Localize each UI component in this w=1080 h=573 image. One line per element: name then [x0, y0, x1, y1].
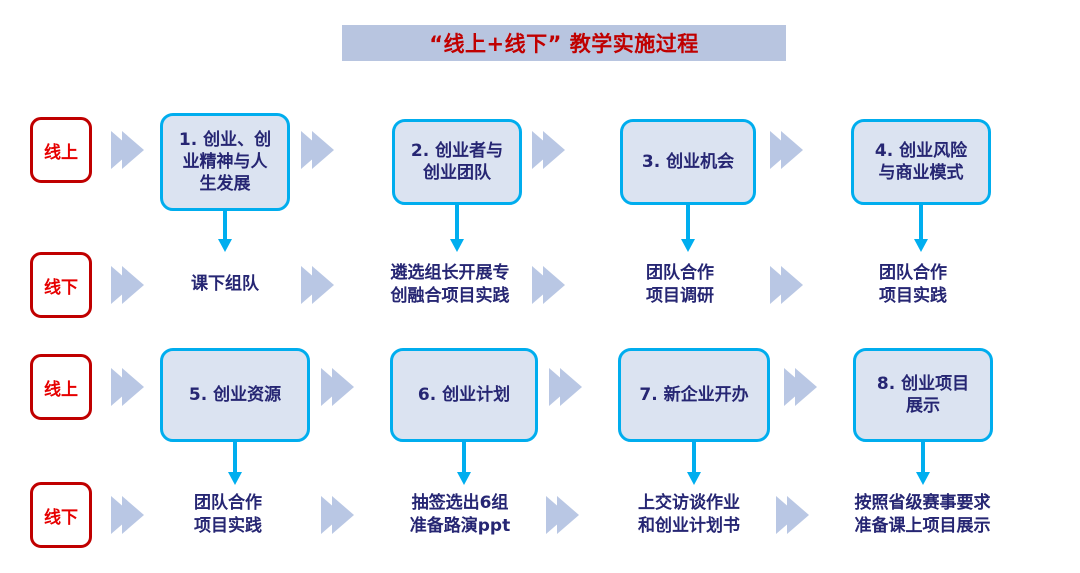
online-box-8-text: 8. 创业项目 展示: [876, 373, 970, 416]
online-box-2-text: 2. 创业者与 创业团队: [410, 140, 504, 183]
chevron-arrow-icon: [531, 263, 565, 307]
row-label-online-1-text: 线上: [44, 142, 78, 163]
chevron-arrow-icon: [300, 263, 334, 307]
online-box-8[interactable]: 8. 创业项目 展示: [853, 348, 993, 442]
connector-arrow-down-icon: [686, 442, 702, 486]
chevron-arrow-icon: [320, 493, 354, 537]
offline-item-4: 团队合作 项目实践: [853, 262, 973, 308]
chevron-arrow-icon: [783, 365, 817, 409]
diagram-title: “线上+线下” 教学实施过程: [429, 32, 699, 56]
row-label-online-2: 线上: [30, 354, 92, 420]
connector-arrow-down-icon: [217, 211, 233, 253]
row-label-online-2-text: 线上: [44, 379, 78, 400]
chevron-arrow-icon: [531, 128, 565, 172]
chevron-arrow-icon: [110, 365, 144, 409]
row-label-offline-1: 线下: [30, 252, 92, 318]
chevron-arrow-icon: [769, 263, 803, 307]
online-box-5[interactable]: 5. 创业资源: [160, 348, 310, 442]
offline-item-1: 课下组队: [160, 262, 290, 308]
chevron-arrow-icon: [110, 128, 144, 172]
online-box-5-text: 5. 创业资源: [188, 384, 282, 405]
row-label-offline-1-text: 线下: [44, 277, 78, 298]
offline-item-7: 上交访谈作业 和创业计划书: [615, 492, 763, 538]
chevron-arrow-icon: [548, 365, 582, 409]
offline-item-8: 按照省级赛事要求 准备课上项目展示: [835, 492, 1010, 538]
connector-arrow-down-icon: [456, 442, 472, 486]
offline-item-2-text: 遴选组长开展专 创融合项目实践: [390, 262, 510, 306]
row-label-offline-2: 线下: [30, 482, 92, 548]
chevron-arrow-icon: [775, 493, 809, 537]
online-box-6[interactable]: 6. 创业计划: [390, 348, 538, 442]
offline-item-1-text: 课下组队: [191, 274, 259, 295]
online-box-6-text: 6. 创业计划: [417, 384, 511, 405]
offline-item-6: 抽签选出6组 准备路演ppt: [390, 492, 530, 538]
offline-item-3: 团队合作 项目调研: [620, 262, 740, 308]
connector-arrow-down-icon: [680, 205, 696, 253]
connector-arrow-down-icon: [913, 205, 929, 253]
connector-arrow-down-icon: [449, 205, 465, 253]
connector-arrow-down-icon: [915, 442, 931, 486]
row-label-offline-2-text: 线下: [44, 507, 78, 528]
online-box-1[interactable]: 1. 创业、创 业精神与人 生发展: [160, 113, 290, 211]
online-box-1-text: 1. 创业、创 业精神与人 生发展: [178, 129, 272, 195]
chevron-arrow-icon: [110, 493, 144, 537]
online-box-4-text: 4. 创业风险 与商业模式: [874, 140, 968, 183]
chevron-arrow-icon: [769, 128, 803, 172]
chevron-arrow-icon: [320, 365, 354, 409]
offline-item-4-text: 团队合作 项目实践: [879, 262, 947, 306]
online-box-7-text: 7. 新企业开办: [639, 384, 749, 405]
online-box-4[interactable]: 4. 创业风险 与商业模式: [851, 119, 991, 205]
online-box-3[interactable]: 3. 创业机会: [620, 119, 756, 205]
connector-arrow-down-icon: [227, 442, 243, 486]
chevron-arrow-icon: [545, 493, 579, 537]
online-box-7[interactable]: 7. 新企业开办: [618, 348, 770, 442]
diagram-title-bar: “线上+线下” 教学实施过程: [342, 25, 786, 61]
offline-item-5-text: 团队合作 项目实践: [194, 492, 262, 536]
online-box-2[interactable]: 2. 创业者与 创业团队: [392, 119, 522, 205]
offline-item-6-text: 抽签选出6组 准备路演ppt: [409, 492, 511, 536]
offline-item-5: 团队合作 项目实践: [168, 492, 288, 538]
offline-item-7-text: 上交访谈作业 和创业计划书: [638, 492, 740, 536]
offline-item-3-text: 团队合作 项目调研: [646, 262, 714, 306]
chevron-arrow-icon: [110, 263, 144, 307]
online-box-3-text: 3. 创业机会: [641, 151, 735, 172]
offline-item-2: 遴选组长开展专 创融合项目实践: [375, 262, 525, 308]
row-label-online-1: 线上: [30, 117, 92, 183]
offline-item-8-text: 按照省级赛事要求 准备课上项目展示: [854, 492, 991, 536]
chevron-arrow-icon: [300, 128, 334, 172]
